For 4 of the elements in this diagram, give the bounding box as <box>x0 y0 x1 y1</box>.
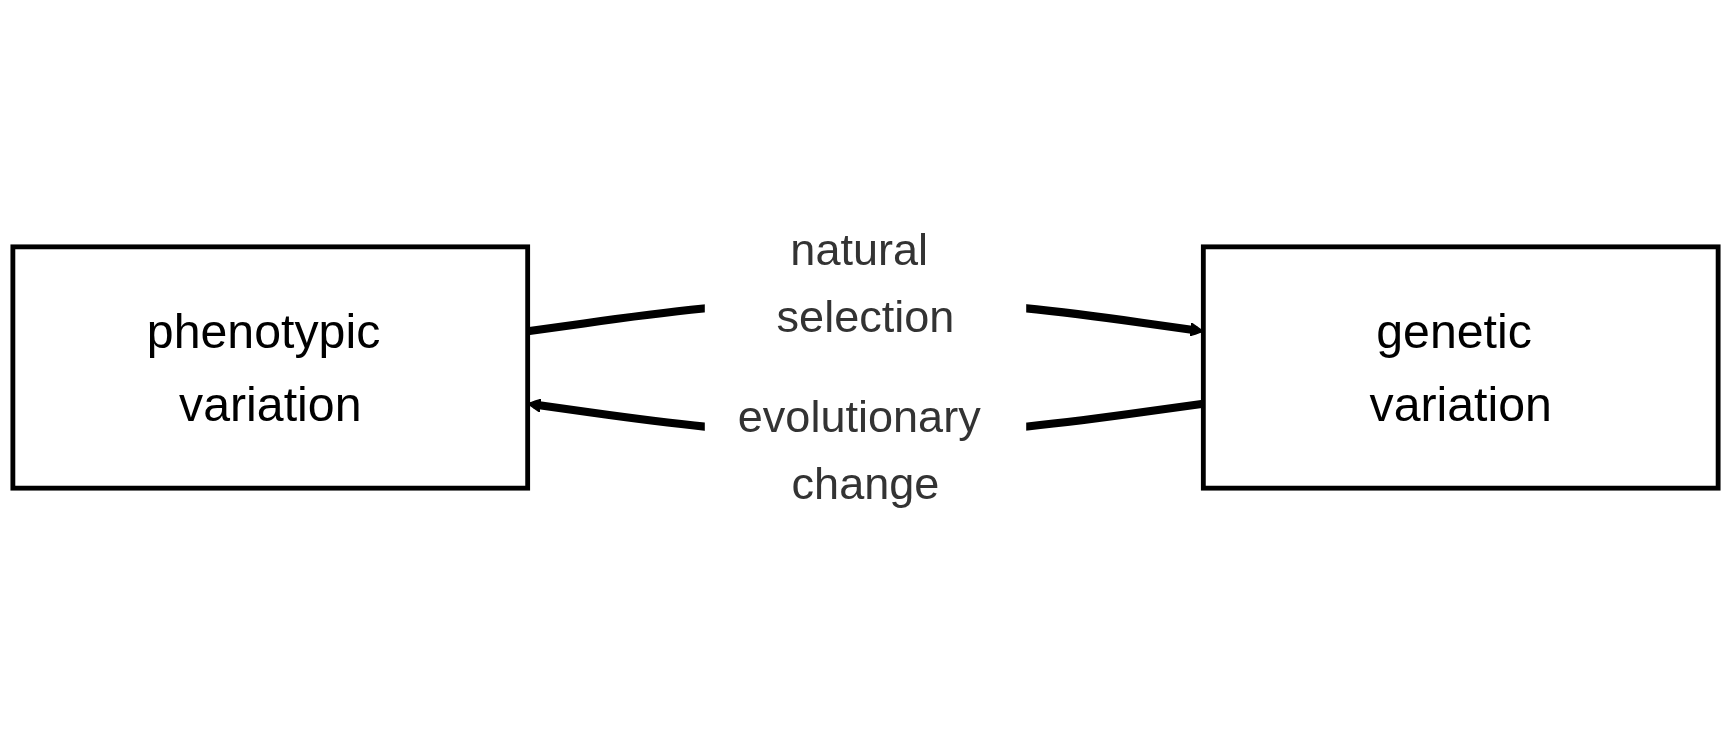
node-box: phenotypic variation <box>10 244 531 491</box>
edge-label: evolutionary change <box>737 391 981 510</box>
node-box: genetic variation <box>1200 244 1721 491</box>
edge-label: natural selection <box>776 224 955 342</box>
